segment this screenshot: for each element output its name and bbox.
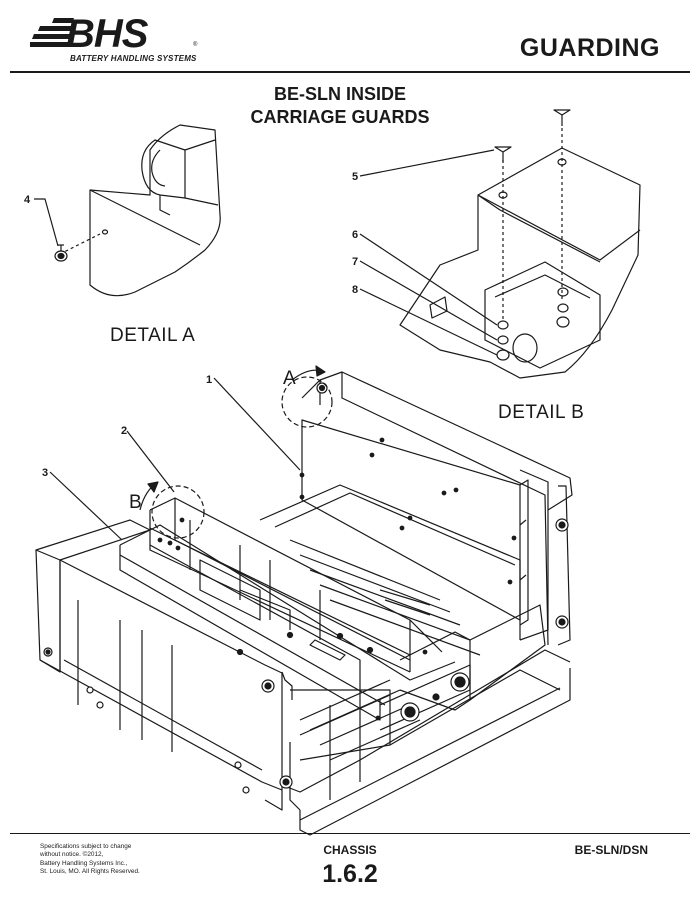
detail-b-marker: B [129, 492, 142, 513]
detail-b-drawing [359, 109, 641, 379]
header-divider [10, 71, 690, 73]
nut-bolt-icon [54, 244, 68, 262]
logo-registered-mark: ® [193, 42, 198, 48]
diagram-title-line1: BE-SLN INSIDE [273, 84, 406, 104]
detail-a-drawing [54, 124, 221, 297]
callout-8: 8 [352, 284, 358, 296]
detail-b-callout-circle [151, 485, 205, 539]
footer-note-line: Specifications subject to change [40, 843, 132, 850]
footer-note-line: without notice. ©2012, [40, 851, 104, 859]
bhs-logo: BHS ® BATTERY HANDLING SYSTEMS [30, 12, 220, 66]
footer-model-number: BE-SLN/DSN [574, 843, 648, 857]
detail-a-marker: A [283, 368, 296, 389]
carriage-assembly-drawing [35, 371, 573, 836]
callout-2: 2 [121, 425, 127, 437]
callout-4: 4 [24, 194, 31, 206]
callout-1: 1 [206, 374, 212, 386]
footer-copyright-notes: Specifications subject to change without… [40, 843, 180, 877]
screw-icon [494, 146, 512, 162]
detail-a-label: DETAIL A [110, 325, 196, 346]
callout-2-leader [126, 430, 175, 493]
callout-6: 6 [352, 229, 358, 241]
page-section-title: GUARDING [519, 34, 660, 62]
logo-tagline: BATTERY HANDLING SYSTEMS [70, 54, 197, 63]
callout-1-leader [213, 377, 301, 471]
detail-b-label: DETAIL B [498, 402, 585, 423]
footer-divider [10, 833, 690, 834]
callout-3: 3 [42, 467, 48, 479]
footer-note-line: Battery Handling Systems Inc., [40, 859, 128, 867]
callout-5: 5 [352, 171, 358, 183]
hardware-markers [43, 382, 569, 794]
footer-section-name: CHASSIS [323, 843, 377, 857]
screw-icon [553, 109, 571, 126]
detail-a-callout-circle [281, 376, 333, 428]
logo-wordmark: BHS [66, 12, 148, 56]
callout-3-leader [49, 471, 123, 541]
footer-note-line: St. Louis, MO. All Rights Reserved. [40, 868, 140, 876]
footer-page-number: 1.6.2 [322, 860, 378, 888]
diagram-title: BE-SLN INSIDE CARRIAGE GUARDS [190, 83, 490, 129]
logo-speed-lines-icon [30, 18, 74, 47]
diagram-title-line2: CARRIAGE GUARDS [250, 107, 430, 127]
callout-7: 7 [352, 256, 358, 268]
